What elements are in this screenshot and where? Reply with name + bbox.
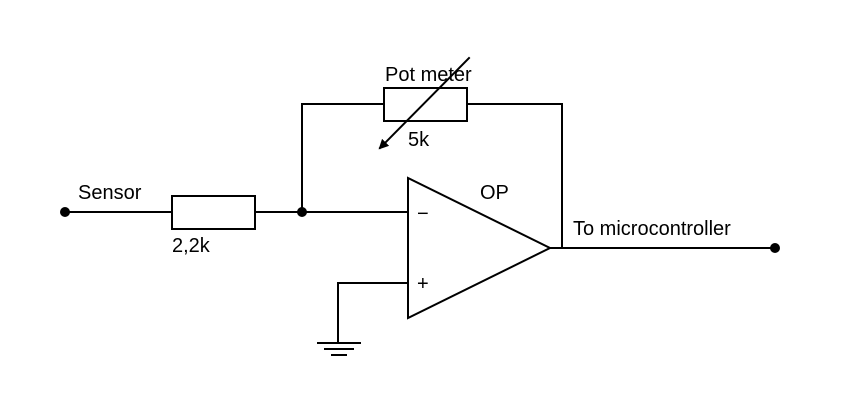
pot-adjust-arrow xyxy=(378,56,471,150)
sensor-label: Sensor xyxy=(78,182,142,204)
feedback-wire-right xyxy=(466,103,563,249)
output-terminal xyxy=(770,243,780,253)
feedback-wire-left xyxy=(301,103,385,213)
input-resistor-value-label: 2,2k xyxy=(172,235,211,257)
pot-value-label: 5k xyxy=(408,129,430,151)
potentiometer xyxy=(383,87,468,122)
output-label: To microcontroller xyxy=(573,218,731,240)
ground-icon xyxy=(317,342,361,356)
input-resistor xyxy=(171,195,256,230)
non-inverting-sign: + xyxy=(417,273,429,295)
non-inverting-input-wire xyxy=(337,282,409,344)
op-amp-label: OP xyxy=(480,182,509,204)
op-amp-triangle xyxy=(407,176,553,320)
inverting-sign: − xyxy=(417,203,429,225)
pot-name-label: Pot meter xyxy=(385,64,472,86)
